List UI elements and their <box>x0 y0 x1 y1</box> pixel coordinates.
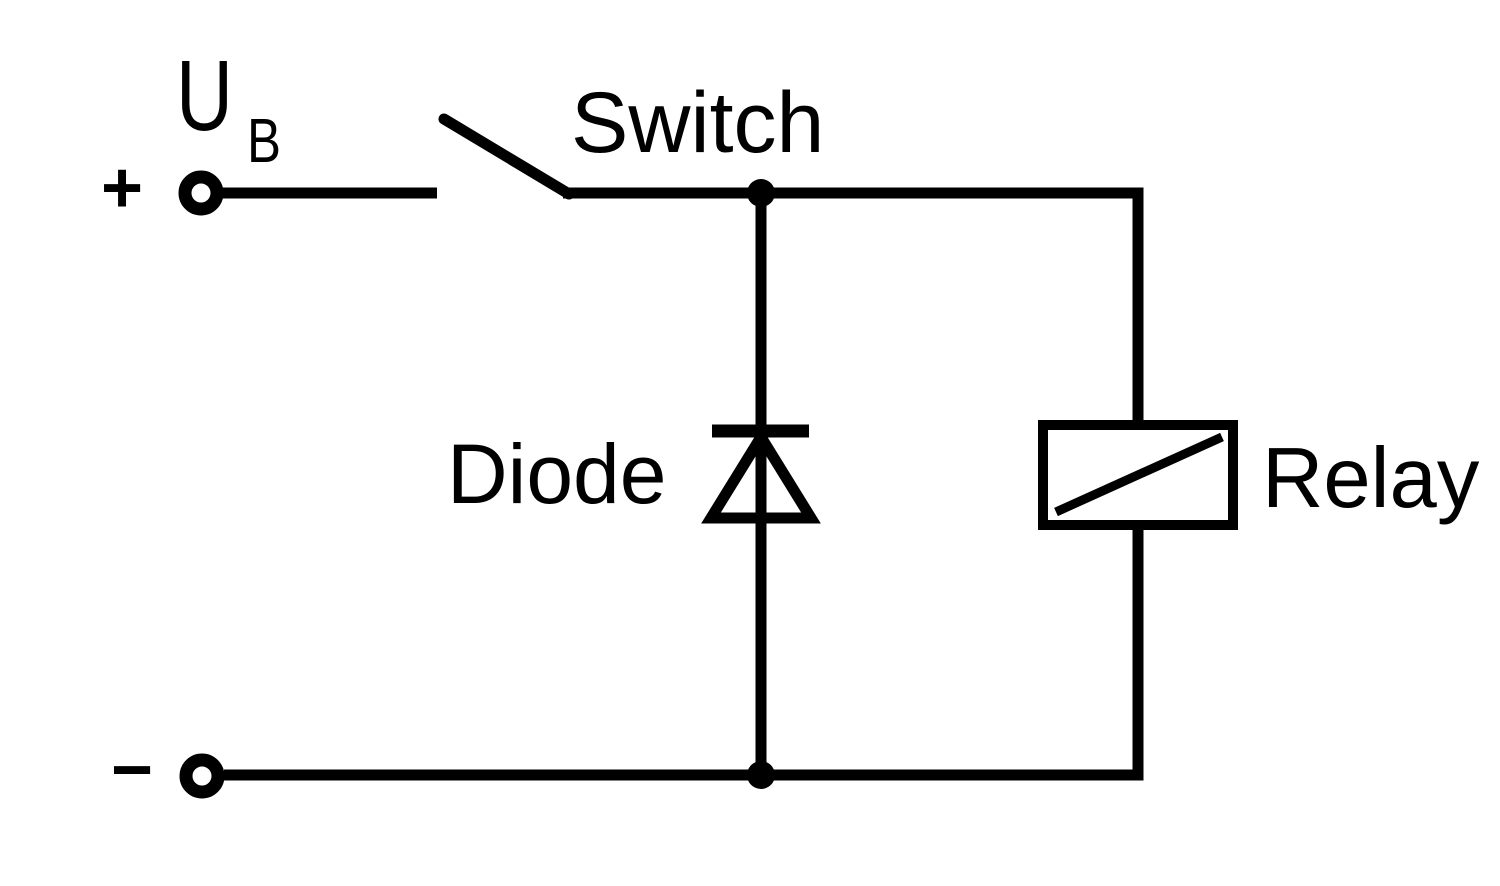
junction-dot-bottom <box>747 761 775 789</box>
junction-dot-top <box>747 179 775 207</box>
relay-label: Relay <box>1262 431 1480 526</box>
relay-symbol-icon <box>1038 420 1238 530</box>
supply-voltage-label: U <box>176 40 233 152</box>
diode-label: Diode <box>447 427 666 521</box>
switch-label: Switch <box>571 75 824 171</box>
plus-sign: + <box>101 148 143 228</box>
terminal-positive-icon <box>178 170 224 216</box>
terminal-negative-icon <box>179 753 225 799</box>
minus-sign: − <box>111 730 153 810</box>
switch-blade-icon <box>438 113 575 200</box>
supply-voltage-subscript: B <box>247 107 281 176</box>
diode-symbol-icon <box>701 424 821 524</box>
wire-bottom-rail <box>224 522 1144 781</box>
diode-triangle <box>701 426 821 524</box>
relay-coil-diagonal <box>1054 432 1224 517</box>
wire-top-rail <box>563 187 1144 428</box>
